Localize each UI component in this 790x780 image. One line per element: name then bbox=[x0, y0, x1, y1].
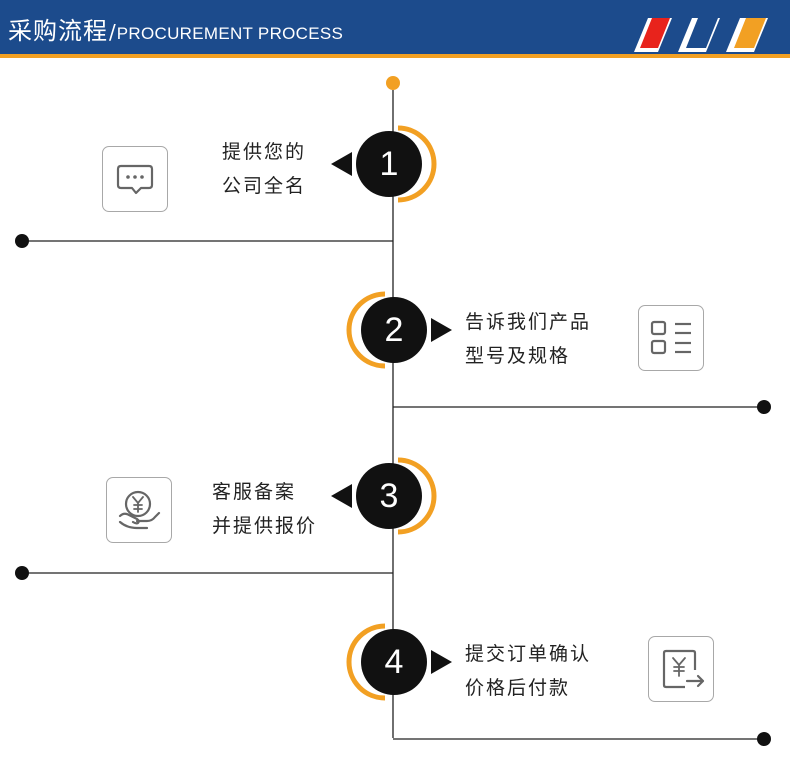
chat-bubble-icon bbox=[116, 164, 154, 195]
step-4-circle bbox=[361, 629, 427, 695]
step-2-line-1: 告诉我们产品 bbox=[465, 311, 592, 333]
stripe-orange-fill bbox=[734, 18, 766, 48]
branch-dot-1 bbox=[15, 234, 29, 248]
timeline-start-dot bbox=[386, 76, 400, 90]
step-3-circle bbox=[356, 463, 422, 529]
step-2-circle bbox=[361, 297, 427, 363]
step-1-line-2: 公司全名 bbox=[222, 175, 307, 197]
stripe-blue-fill bbox=[686, 18, 718, 48]
step-3-arc bbox=[397, 457, 437, 535]
step-2-pointer bbox=[431, 318, 452, 342]
step-3-line-1: 客服备案 bbox=[212, 481, 297, 503]
title-chinese: 采购流程 bbox=[8, 17, 108, 45]
step-4-line-2: 价格后付款 bbox=[465, 677, 571, 699]
branch-dot-2 bbox=[757, 400, 771, 414]
step-3-number: 3 bbox=[379, 477, 399, 515]
step-2-arc bbox=[346, 291, 386, 369]
branch-dot-4 bbox=[757, 732, 771, 746]
yuan-document-icon bbox=[662, 649, 705, 689]
step-3-icon-box bbox=[106, 477, 172, 543]
header-stripes bbox=[634, 18, 768, 52]
step-2-text: 告诉我们产品 型号及规格 bbox=[465, 305, 591, 373]
step-2-line-2: 型号及规格 bbox=[465, 345, 571, 367]
yuan-hand-icon bbox=[118, 490, 161, 530]
step-1-number: 1 bbox=[379, 145, 399, 183]
step-1-circle bbox=[356, 131, 422, 197]
step-1-text: 提供您的 公司全名 bbox=[222, 135, 306, 203]
step-2-icon-box bbox=[638, 305, 704, 371]
step-1-arc bbox=[397, 125, 437, 203]
step-3-pointer bbox=[331, 484, 352, 508]
title-english: PROCUREMENT PROCESS bbox=[116, 24, 344, 43]
page-title: 采购流程/PROCUREMENT PROCESS bbox=[8, 11, 343, 46]
title-separator: / bbox=[109, 20, 116, 44]
step-4-arc bbox=[346, 623, 386, 701]
list-icon bbox=[650, 320, 691, 355]
step-3-text: 客服备案 并提供报价 bbox=[212, 475, 317, 543]
header-underline bbox=[0, 54, 790, 58]
step-4-text: 提交订单确认 价格后付款 bbox=[465, 637, 591, 705]
step-4-number: 4 bbox=[384, 643, 404, 681]
step-4-pointer bbox=[431, 650, 452, 674]
step-1-line-1: 提供您的 bbox=[222, 141, 307, 163]
step-4-line-1: 提交订单确认 bbox=[465, 643, 592, 665]
step-3-line-2: 并提供报价 bbox=[212, 515, 318, 537]
step-2-number: 2 bbox=[384, 311, 404, 349]
step-4-icon-box bbox=[648, 636, 714, 702]
branch-dot-3 bbox=[15, 566, 29, 580]
step-1-pointer bbox=[331, 152, 352, 176]
step-1-icon-box bbox=[102, 146, 168, 212]
stripe-red-fill bbox=[640, 18, 670, 48]
